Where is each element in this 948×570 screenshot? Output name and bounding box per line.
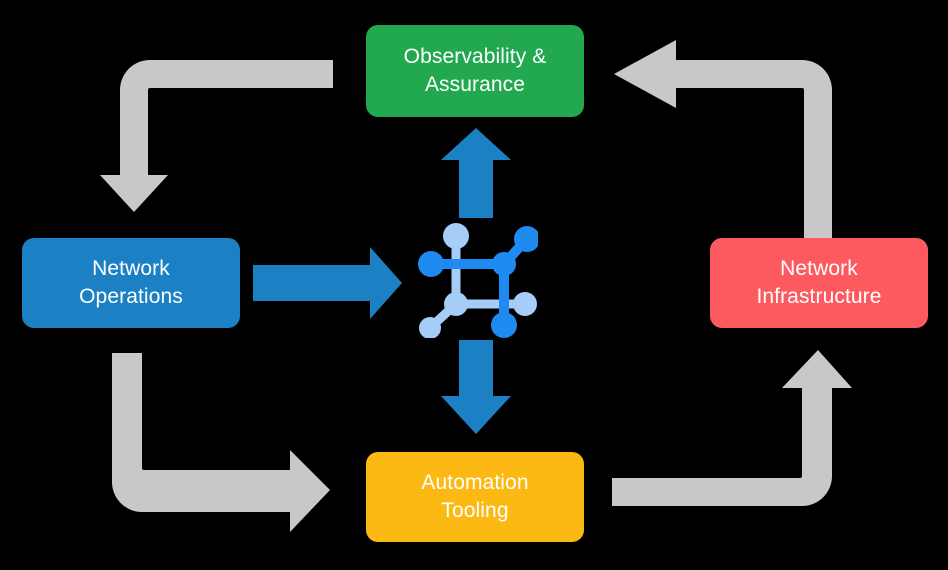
arrow-operations-to-center (253, 247, 402, 319)
node-automation-tooling[interactable]: Automation Tooling (366, 452, 584, 542)
arrow-center-to-automation (441, 340, 511, 434)
arrow-automation-to-infrastructure (612, 350, 852, 506)
node-observability-assurance[interactable]: Observability & Assurance (366, 25, 584, 117)
node-network-operations[interactable]: Network Operations (22, 238, 240, 328)
node-network-infrastructure[interactable]: Network Infrastructure (710, 238, 928, 328)
arrow-center-to-observability (441, 128, 511, 218)
arrow-observability-to-operations (100, 60, 333, 212)
arrow-operations-to-automation (112, 353, 330, 532)
network-topology-icon (418, 223, 538, 338)
arrow-infrastructure-to-observability (614, 40, 832, 238)
